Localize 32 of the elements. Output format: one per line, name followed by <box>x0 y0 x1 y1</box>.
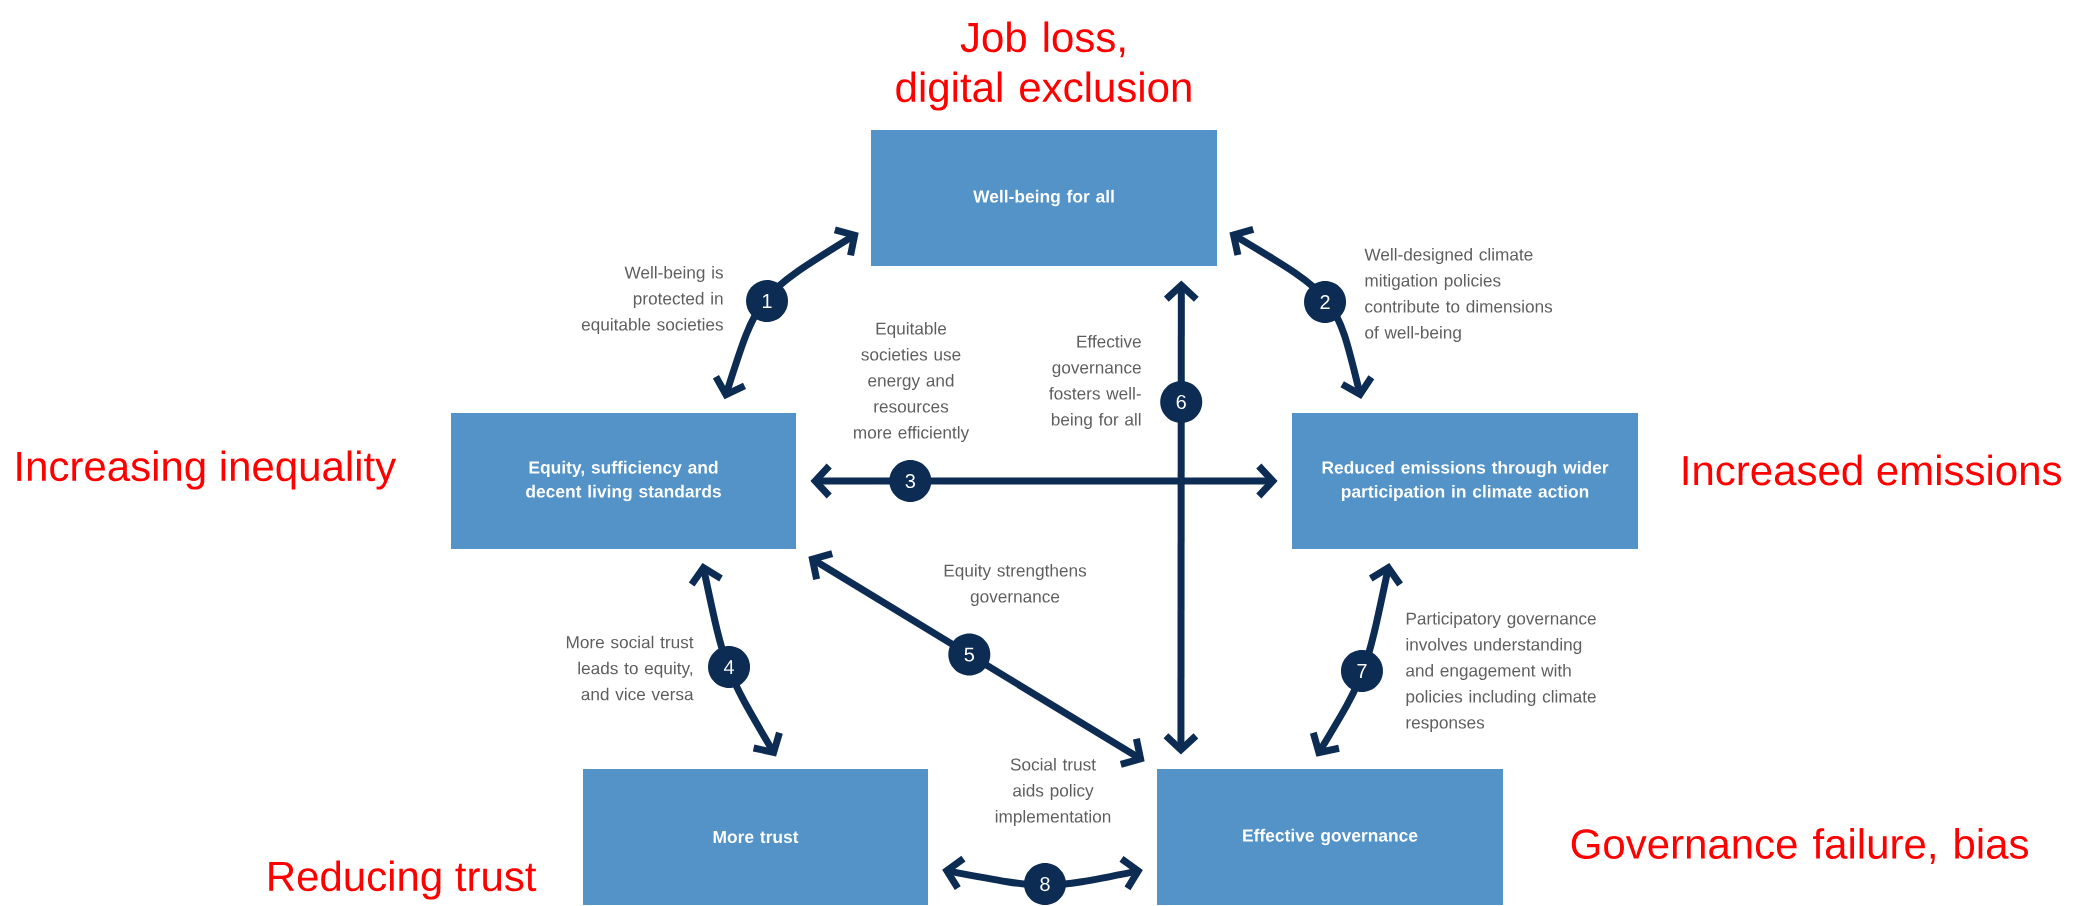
box-label: Well-being for all <box>973 189 1114 207</box>
step-number: 5 <box>948 633 991 676</box>
step-number: 8 <box>1024 863 1066 906</box>
annotation-text: Well-designed climate mitigation policies contribute to dimensions of well-being <box>1364 248 1553 343</box>
annotation-text: Equity strengthens governance <box>944 564 1087 607</box>
step-number: 2 <box>1304 281 1347 323</box>
box-label: Effective governance <box>1243 828 1418 846</box>
box-label: Equity, sufficiency and decent living standards <box>526 460 721 502</box>
annotation-text: Participatory governance involves understanding and engagement with policies including climate responses <box>1406 612 1596 733</box>
annotation-text: Job loss, digital exclusion <box>896 21 1191 111</box>
step-number: 4 <box>708 646 751 689</box>
arrow <box>1229 225 1375 399</box>
arrow <box>808 550 1145 768</box>
annotation-text: Equitable societies use energy and resources more efficiently <box>854 322 970 443</box>
step-number: 1 <box>746 280 788 322</box>
annotation-text: Increased emissions <box>1683 454 2061 486</box>
step-number: 6 <box>1160 381 1203 423</box>
step-number: 3 <box>889 460 932 502</box>
arrow <box>712 226 859 400</box>
annotation-text: Social trust aids policy implementation <box>995 758 1111 827</box>
box-label: Reduced emissions through wider participation in climate action <box>1322 460 1609 502</box>
annotation-text: Reducing trust <box>269 860 537 900</box>
annotation-text: Well-being is protected in equitable societies <box>581 266 723 335</box>
annotation-text: Increasing inequality <box>17 450 397 490</box>
arrow <box>810 463 1278 499</box>
annotation-text: More social trust leads to equity, and vice versa <box>566 635 694 701</box>
arrow <box>1163 280 1199 755</box>
annotation-text: Effective governance fosters well-being for all <box>1049 335 1141 430</box>
annotation-text: Governance failure, bias <box>1571 828 2028 864</box>
step-number: 7 <box>1340 650 1383 692</box>
arrow <box>1309 563 1403 757</box>
box-label: More trust <box>713 830 799 844</box>
